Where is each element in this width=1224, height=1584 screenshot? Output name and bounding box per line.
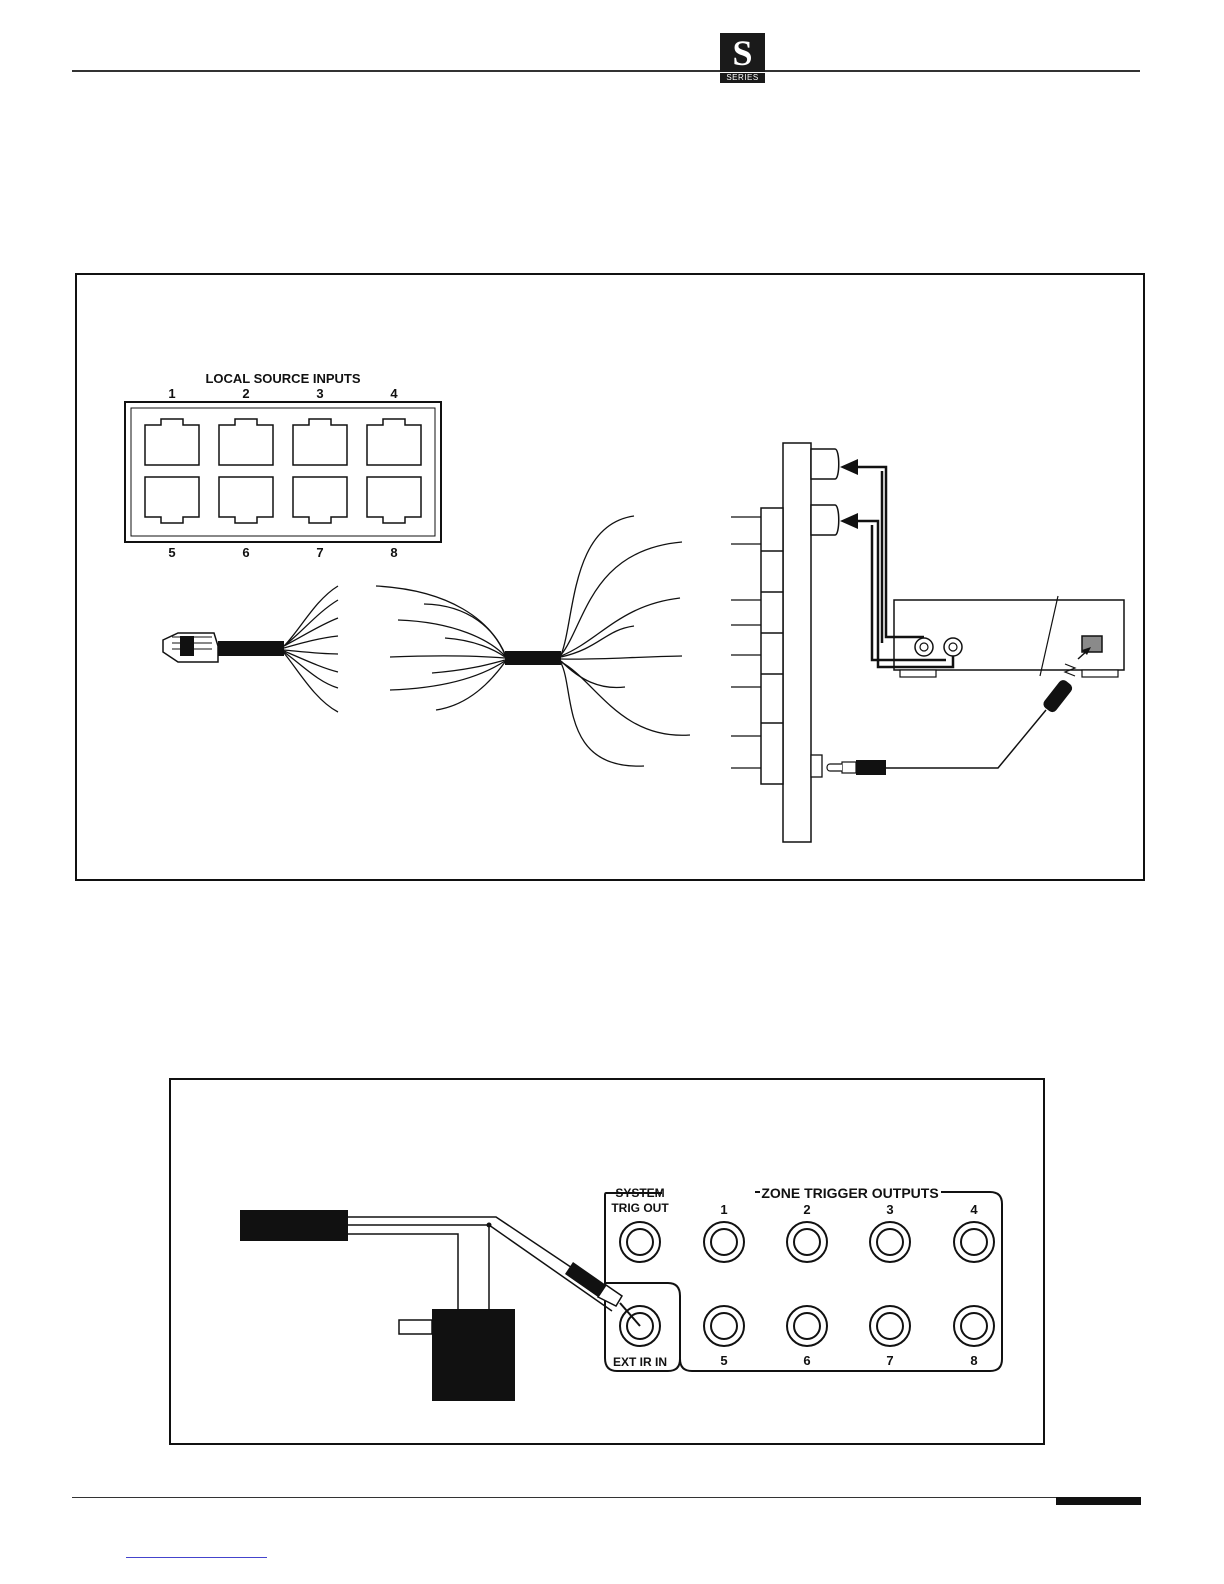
zone-number-2: 2 xyxy=(803,1202,810,1217)
ir-cable xyxy=(348,1217,620,1311)
footer-link-underline[interactable] xyxy=(126,1557,267,1558)
zone-number-6: 6 xyxy=(803,1353,810,1368)
zone-number-8: 8 xyxy=(970,1353,977,1368)
zone-jack-8 xyxy=(954,1306,994,1346)
zone-number-3: 3 xyxy=(886,1202,893,1217)
zone-number-4: 4 xyxy=(970,1202,978,1217)
zone-jack-6 xyxy=(787,1306,827,1346)
zone-number-7: 7 xyxy=(886,1353,893,1368)
cable-junction xyxy=(487,1223,492,1228)
zone-number-1: 1 xyxy=(720,1202,727,1217)
zone-jack-3 xyxy=(870,1222,910,1262)
zone-jack-7 xyxy=(870,1306,910,1346)
system-label: SYSTEM xyxy=(615,1186,664,1200)
zone-jack-2 xyxy=(787,1222,827,1262)
zone-trigger-outputs-title: ZONE TRIGGER OUTPUTS xyxy=(761,1185,938,1201)
ir-receiver xyxy=(240,1210,348,1241)
trig-out-label: TRIG OUT xyxy=(611,1201,669,1215)
power-supply xyxy=(399,1309,515,1401)
zone-jack-5 xyxy=(704,1306,744,1346)
ext-ir-in-label: EXT IR IN xyxy=(613,1355,667,1369)
footer-bar xyxy=(1056,1497,1141,1505)
trig-out-jack xyxy=(620,1222,660,1262)
zone-jack-1 xyxy=(704,1222,744,1262)
zone-number-5: 5 xyxy=(720,1353,727,1368)
zone-jack-4 xyxy=(954,1222,994,1262)
footer-rule xyxy=(72,1497,1140,1498)
